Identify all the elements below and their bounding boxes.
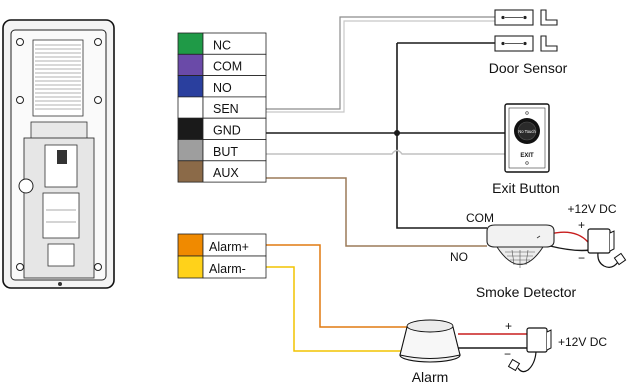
terminal-label: GND	[213, 124, 241, 138]
terminal-label: NO	[213, 81, 232, 95]
terminal-color-swatch	[177, 53, 204, 76]
terminal-row: GND	[177, 117, 267, 140]
door-sensor-label: Door Sensor	[489, 60, 568, 76]
exit-button-face-top: No Touch	[518, 129, 536, 134]
terminal-color-swatch	[177, 139, 204, 162]
terminal-label-cell	[202, 255, 267, 279]
power-adapter-icon-2	[507, 327, 552, 373]
terminal-row: Alarm-	[177, 255, 267, 279]
exit-button-face-bottom: EXIT	[520, 153, 534, 159]
terminal-color-swatch	[177, 117, 204, 140]
wire-aux	[266, 177, 487, 247]
terminal-label: COM	[213, 60, 242, 74]
terminal-color-swatch	[177, 160, 204, 183]
minus-sign-1: −	[578, 251, 585, 265]
alarm-siren-icon	[399, 319, 461, 363]
wire-sen	[266, 16, 495, 113]
smoke-detector-label: Smoke Detector	[476, 284, 577, 300]
terminal-row: Alarm+	[177, 233, 267, 257]
wire-smoke-psu-minus	[549, 245, 591, 252]
door-sensor-icon	[494, 9, 558, 52]
terminal-label: Alarm+	[209, 240, 249, 254]
terminal-row: NO	[177, 75, 267, 98]
psu-label-1: +12V DC	[567, 202, 616, 216]
terminal-label: BUT	[213, 145, 238, 159]
wire-but	[266, 149, 505, 155]
plus-sign-2: +	[505, 319, 512, 333]
plus-sign-1: +	[578, 218, 585, 232]
terminal-row: BUT	[177, 139, 267, 162]
power-adapter-icon-1	[587, 228, 627, 268]
terminal-label: AUX	[213, 166, 239, 180]
terminal-label: Alarm-	[209, 262, 246, 276]
terminal-block-main: NC COM NO SEN GND BUT AUX	[177, 32, 267, 183]
terminal-color-swatch	[177, 255, 204, 279]
com-label: COM	[466, 211, 494, 225]
terminal-row: COM	[177, 53, 267, 76]
exit-button-icon: No Touch EXIT	[504, 103, 550, 173]
alarm-label: Alarm	[412, 369, 449, 385]
wire-alarm-minus	[266, 266, 405, 352]
gnd-junction	[394, 130, 400, 136]
device-back-panel	[2, 19, 115, 289]
smoke-detector-icon	[486, 224, 555, 268]
no-label: NO	[450, 250, 468, 264]
terminal-block-alarm: Alarm+ Alarm-	[177, 233, 267, 279]
terminal-label: SEN	[213, 102, 239, 116]
minus-sign-2: −	[504, 347, 511, 361]
wire-smoke-psu-plus	[549, 231, 589, 243]
terminal-color-swatch	[177, 96, 204, 119]
psu-label-2: +12V DC	[558, 335, 607, 349]
terminal-row: NC	[177, 32, 267, 55]
wire-alarm-plus	[266, 244, 410, 328]
terminal-row: AUX	[177, 160, 267, 183]
terminal-color-swatch	[177, 75, 204, 98]
wire-gnd	[266, 42, 505, 229]
terminal-color-swatch	[177, 32, 204, 55]
terminal-label: NC	[213, 38, 231, 52]
terminal-label-cell	[202, 160, 267, 183]
exit-button-label: Exit Button	[492, 180, 560, 196]
terminal-color-swatch	[177, 233, 204, 257]
terminal-row: SEN	[177, 96, 267, 119]
